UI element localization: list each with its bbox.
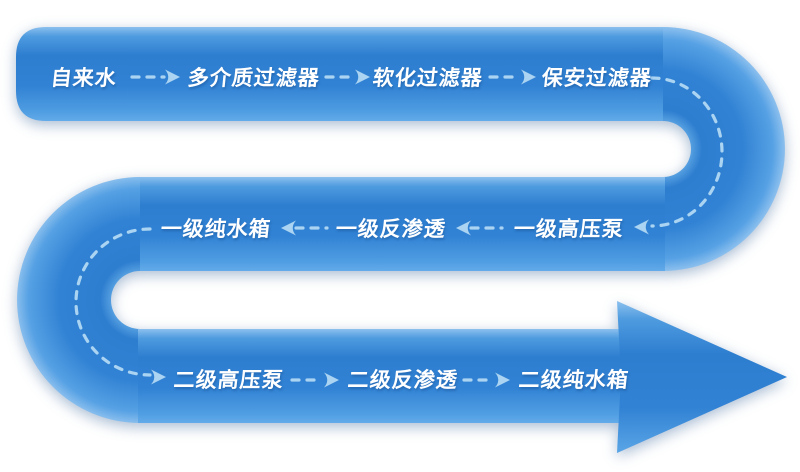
step-label-softening-filter: 软化过滤器: [371, 66, 485, 90]
ribbon-right-uturn: [663, 27, 785, 271]
step-label-stage2-pure-tank: 二级纯水箱: [517, 368, 631, 392]
flow-arrowhead-icon: [617, 301, 787, 453]
step-label-stage2-ro: 二级反渗透: [346, 368, 460, 392]
step-label-stage1-hp-pump: 一级高压泵: [512, 217, 626, 241]
ribbon-row2-band: [138, 177, 665, 271]
ribbon-left-uturn: [17, 177, 140, 423]
step-label-stage2-hp-pump: 二级高压泵: [172, 368, 286, 392]
dash-connector-left-curve: [74, 227, 152, 377]
dash-connector-right-curve: [650, 76, 724, 228]
step-label-tap-water: 自来水: [49, 66, 119, 90]
ribbon-row1-band: [16, 27, 665, 121]
step-label-stage1-pure-tank: 一级纯水箱: [159, 217, 273, 241]
step-label-security-filter: 保安过滤器: [540, 66, 654, 90]
ribbon-row3-band: [138, 329, 656, 423]
step-label-multimedia-filter: 多介质过滤器: [186, 66, 322, 90]
step-label-stage1-ro: 一级反渗透: [334, 217, 448, 241]
